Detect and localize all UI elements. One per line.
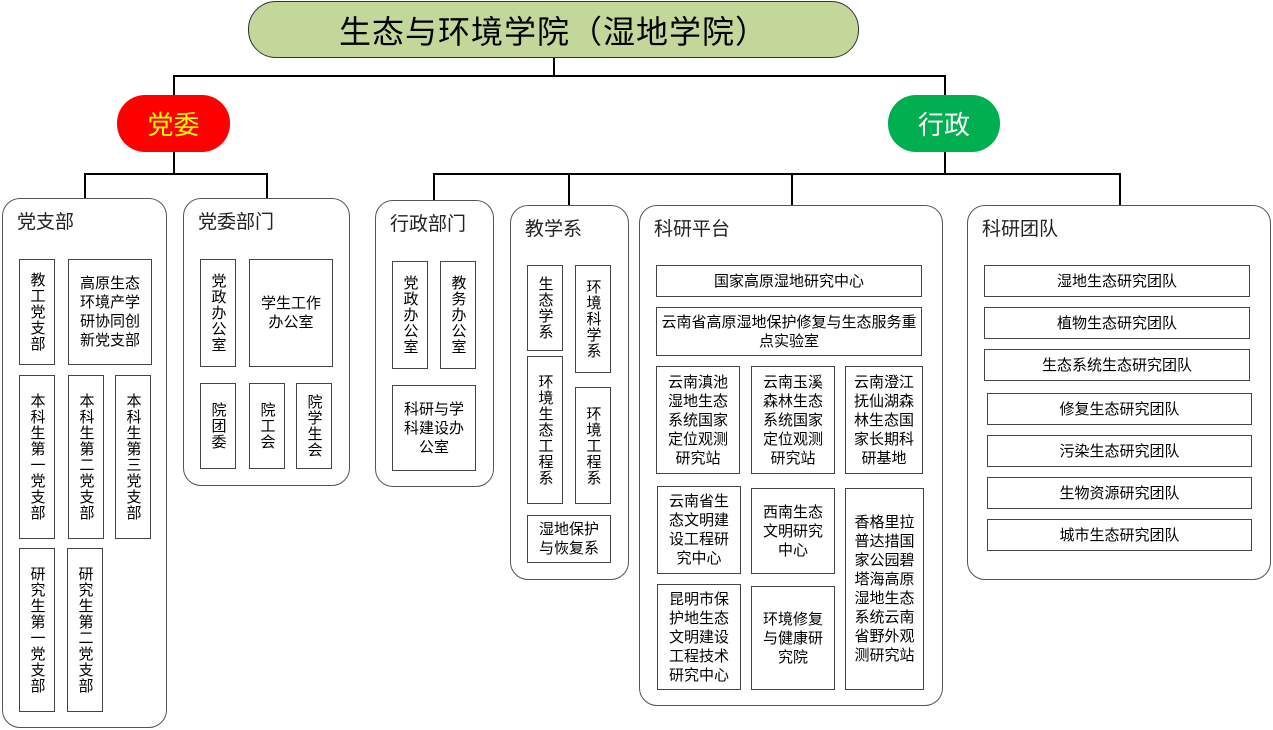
org-box: 环境科学系 bbox=[575, 265, 611, 373]
org-box: 国家高原湿地研究中心 bbox=[656, 265, 922, 297]
connector bbox=[173, 152, 175, 173]
root-title: 生态与环境学院（湿地学院） bbox=[338, 12, 768, 51]
connector bbox=[84, 173, 86, 198]
org-box: 生物资源研究团队 bbox=[987, 477, 1252, 509]
org-box: 云南省生态文明建设工程研究中心 bbox=[657, 486, 741, 574]
org-box: 环境生态工程系 bbox=[527, 356, 563, 504]
org-box: 党政办公室 bbox=[200, 259, 236, 367]
group-title: 党委部门 bbox=[198, 211, 275, 233]
party-committee-node: 党委 bbox=[117, 95, 230, 152]
org-box: 院团委 bbox=[200, 383, 236, 469]
org-box: 环境修复与健康研究院 bbox=[751, 586, 835, 690]
connector bbox=[553, 58, 555, 75]
group-title: 教学系 bbox=[525, 218, 583, 240]
org-box: 本科生第三党支部 bbox=[115, 375, 151, 539]
group-title: 行政部门 bbox=[390, 213, 467, 235]
org-box: 高原生态环境产学研协同创新党支部 bbox=[68, 259, 152, 365]
org-box: 植物生态研究团队 bbox=[984, 307, 1250, 339]
org-box: 教工党支部 bbox=[19, 259, 55, 365]
org-box: 院学生会 bbox=[296, 383, 332, 469]
connector bbox=[568, 173, 570, 205]
administration-label: 行政 bbox=[917, 111, 970, 141]
connector bbox=[433, 173, 1120, 175]
org-box: 昆明市保护地生态文明建设工程技术研究中心 bbox=[657, 584, 741, 690]
org-box: 党政办公室 bbox=[392, 261, 428, 369]
org-box: 香格里拉普达措国家公园碧塔海高原湿地生态系统云南省野外观测研究站 bbox=[845, 488, 924, 690]
org-box: 教务办公室 bbox=[440, 261, 476, 369]
group-title: 科研平台 bbox=[654, 218, 731, 240]
org-box: 研究生第一党支部 bbox=[19, 548, 55, 712]
group-party-branches: 党支部 教工党支部 高原生态环境产学研协同创新党支部 本科生第一党支部 本科生第… bbox=[2, 198, 167, 728]
org-box: 云南滇池湿地生态系统国家定位观测研究站 bbox=[656, 366, 740, 474]
org-box: 本科生第二党支部 bbox=[68, 375, 104, 539]
org-box: 生态学系 bbox=[527, 265, 563, 351]
group-teaching-departments: 教学系 生态学系 环境科学系 环境生态工程系 环境工程系 湿地保护与恢复系 bbox=[510, 205, 629, 580]
connector bbox=[944, 152, 946, 173]
org-box: 城市生态研究团队 bbox=[987, 519, 1252, 551]
connector bbox=[84, 173, 267, 175]
org-box: 污染生态研究团队 bbox=[987, 435, 1252, 467]
org-box: 研究生第二党支部 bbox=[67, 548, 103, 712]
org-box: 学生工作办公室 bbox=[249, 259, 333, 367]
group-admin-departments: 行政部门 党政办公室 教务办公室 科研与学科建设办公室 bbox=[375, 200, 494, 487]
org-box: 生态系统生态研究团队 bbox=[984, 349, 1250, 381]
connector bbox=[266, 173, 268, 198]
group-research-teams: 科研团队 湿地生态研究团队 植物生态研究团队 生态系统生态研究团队 修复生态研究… bbox=[967, 205, 1271, 580]
connector bbox=[944, 75, 946, 95]
connector bbox=[173, 75, 945, 77]
group-title: 科研团队 bbox=[982, 218, 1059, 240]
group-party-departments: 党委部门 党政办公室 学生工作办公室 院团委 院工会 院学生会 bbox=[183, 198, 350, 486]
administration-node: 行政 bbox=[888, 95, 1000, 152]
org-box: 修复生态研究团队 bbox=[987, 393, 1252, 425]
org-box: 湿地生态研究团队 bbox=[984, 265, 1250, 297]
root-node: 生态与环境学院（湿地学院） bbox=[248, 1, 859, 58]
party-committee-label: 党委 bbox=[147, 111, 200, 141]
group-research-platforms: 科研平台 国家高原湿地研究中心 云南省高原湿地保护修复与生态服务重点实验室 云南… bbox=[639, 205, 943, 706]
org-box: 院工会 bbox=[249, 383, 285, 469]
connector bbox=[173, 75, 175, 95]
group-title: 党支部 bbox=[17, 211, 75, 233]
org-box: 本科生第一党支部 bbox=[19, 375, 55, 539]
connector bbox=[1119, 173, 1121, 205]
org-box: 环境工程系 bbox=[575, 387, 611, 504]
org-box: 湿地保护与恢复系 bbox=[527, 515, 611, 563]
org-box: 科研与学科建设办公室 bbox=[392, 385, 476, 471]
connector bbox=[433, 173, 435, 200]
org-box: 云南省高原湿地保护修复与生态服务重点实验室 bbox=[656, 307, 922, 356]
org-box: 西南生态文明研究中心 bbox=[751, 488, 835, 574]
org-box: 云南澄江抚仙湖森林生态国家长期科研基地 bbox=[845, 366, 923, 474]
connector bbox=[791, 173, 793, 205]
org-box: 云南玉溪森林生态系统国家定位观测研究站 bbox=[751, 366, 835, 474]
